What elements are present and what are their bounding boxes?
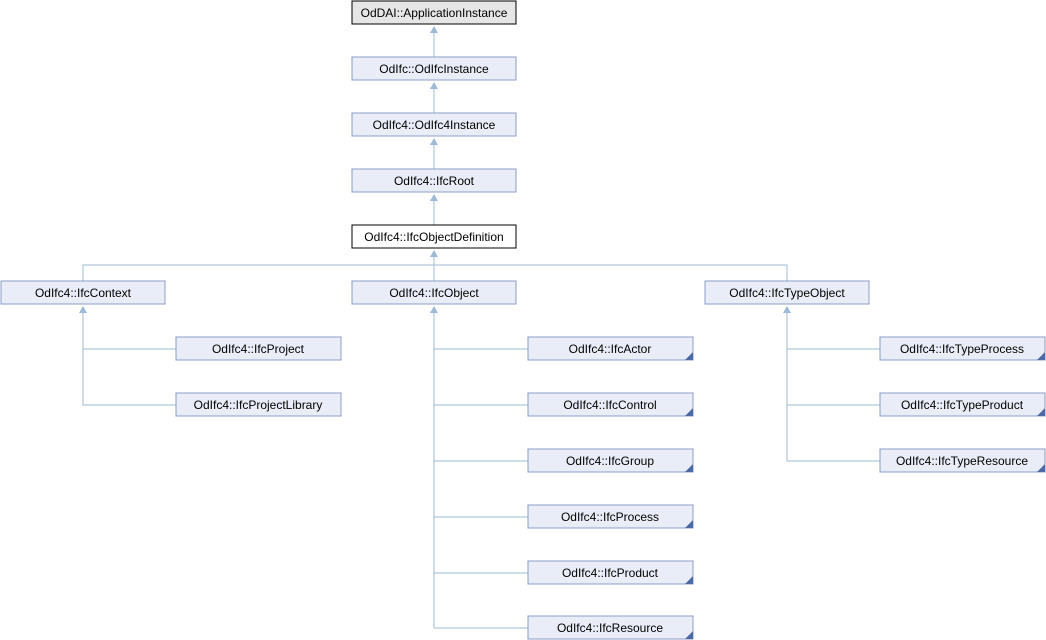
node-ifc-type-object[interactable]: OdIfc4::IfcTypeObject	[704, 280, 870, 305]
node-odifc-instance[interactable]: OdIfc::OdIfcInstance	[351, 56, 517, 81]
node-label: OdIfc4::IfcProcess	[561, 510, 659, 524]
node-ifc-type-process[interactable]: OdIfc4::IfcTypeProcess	[879, 336, 1046, 361]
node-ifc-type-resource[interactable]: OdIfc4::IfcTypeResource	[879, 448, 1046, 473]
node-label: OdIfc4::IfcTypeResource	[896, 454, 1028, 468]
node-label: OdIfc4::IfcContext	[35, 286, 132, 300]
inheritance-arrow-icon	[430, 138, 438, 145]
inheritance-arrow-icon	[430, 82, 438, 89]
node-label: OdIfc4::IfcProjectLibrary	[194, 398, 323, 412]
node-ifc-root[interactable]: OdIfc4::IfcRoot	[351, 168, 517, 193]
inheritance-arrow-icon	[79, 306, 87, 313]
node-label: OdIfc4::IfcActor	[569, 342, 652, 356]
node-label: OdIfc4::IfcProduct	[562, 566, 659, 580]
node-ifc-group[interactable]: OdIfc4::IfcGroup	[527, 448, 694, 473]
more-indicator-icon	[685, 520, 693, 528]
node-ifc-type-product[interactable]: OdIfc4::IfcTypeProduct	[879, 392, 1046, 417]
more-indicator-icon	[685, 631, 693, 639]
node-ifc-actor[interactable]: OdIfc4::IfcActor	[527, 336, 694, 361]
node-label: OdIfc4::IfcTypeProduct	[901, 398, 1024, 412]
node-application-instance[interactable]: OdDAI::ApplicationInstance	[351, 0, 517, 25]
node-ifc-resource[interactable]: OdIfc4::IfcResource	[527, 615, 694, 640]
node-ifc-object[interactable]: OdIfc4::IfcObject	[351, 280, 517, 305]
node-ifc-process[interactable]: OdIfc4::IfcProcess	[527, 504, 694, 529]
node-label: OdIfc4::IfcTypeObject	[729, 286, 845, 300]
node-ifc-object-definition[interactable]: OdIfc4::IfcObjectDefinition	[351, 224, 517, 249]
more-indicator-icon	[1037, 408, 1045, 416]
edge-ifc-project-to-ifc-context	[82, 312, 176, 350]
node-ifc-project-library[interactable]: OdIfc4::IfcProjectLibrary	[175, 392, 342, 417]
node-ifc-product[interactable]: OdIfc4::IfcProduct	[527, 560, 694, 585]
node-ifc-context[interactable]: OdIfc4::IfcContext	[0, 280, 166, 305]
inheritance-arrow-icon	[430, 194, 438, 201]
node-ifc-project[interactable]: OdIfc4::IfcProject	[175, 336, 342, 361]
inheritance-arrow-icon	[430, 250, 438, 257]
more-indicator-icon	[685, 352, 693, 360]
node-ifc-control[interactable]: OdIfc4::IfcControl	[527, 392, 694, 417]
node-label: OdIfc4::OdIfc4Instance	[373, 118, 496, 132]
more-indicator-icon	[685, 464, 693, 472]
node-label: OdIfc4::IfcRoot	[394, 174, 475, 188]
more-indicator-icon	[685, 576, 693, 584]
node-label: OdDAI::ApplicationInstance	[361, 6, 508, 20]
edge-ifc-context-to-ifc-object-definition	[82, 264, 788, 281]
more-indicator-icon	[1037, 352, 1045, 360]
node-label: OdIfc4::IfcGroup	[566, 454, 654, 468]
inheritance-arrow-icon	[430, 26, 438, 33]
inheritance-arrow-icon	[430, 306, 438, 313]
more-indicator-icon	[1037, 464, 1045, 472]
node-label: OdIfc4::IfcControl	[563, 398, 656, 412]
node-label: OdIfc4::IfcProject	[212, 342, 305, 356]
node-odifc4-instance[interactable]: OdIfc4::OdIfc4Instance	[351, 112, 517, 137]
more-indicator-icon	[685, 408, 693, 416]
inheritance-edges	[79, 26, 880, 629]
node-label: OdIfc4::IfcResource	[557, 621, 663, 635]
node-label: OdIfc::OdIfcInstance	[379, 62, 489, 76]
node-label: OdIfc4::IfcTypeProcess	[900, 342, 1024, 356]
node-label: OdIfc4::IfcObject	[389, 286, 479, 300]
edge-ifc-project-library-to-ifc-context	[82, 349, 176, 406]
inheritance-arrow-icon	[783, 306, 791, 313]
node-label: OdIfc4::IfcObjectDefinition	[364, 230, 503, 244]
